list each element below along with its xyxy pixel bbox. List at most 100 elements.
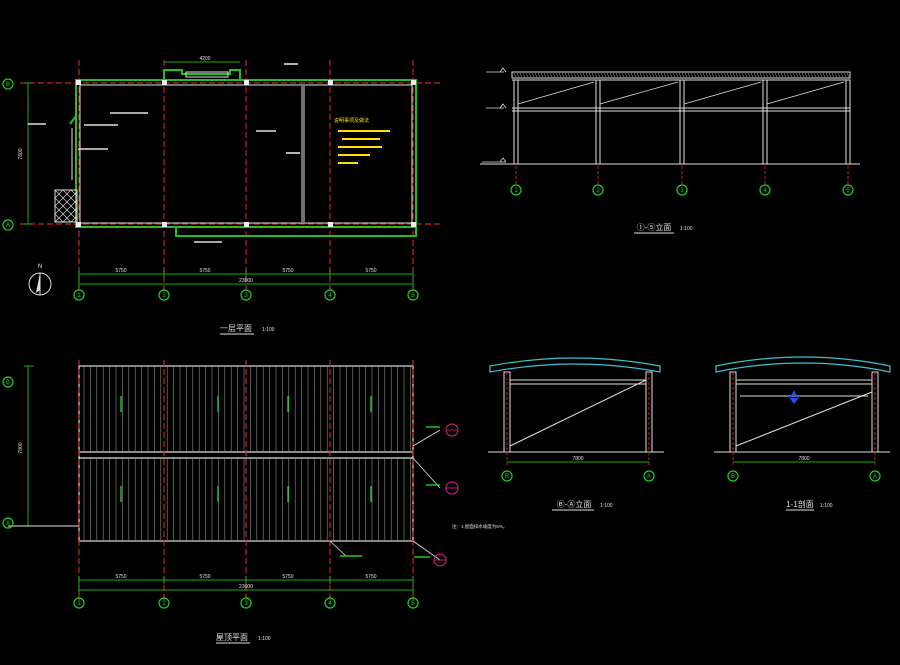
roof-texture-stroke <box>762 72 766 78</box>
elevation-1-5-roof-texture <box>513 72 850 78</box>
section-1-1-scale: 1:100 <box>820 503 833 509</box>
roof-texture-stroke <box>642 72 646 78</box>
roof-texture-stroke <box>708 72 712 78</box>
roof-texture-stroke <box>639 72 643 78</box>
roof-texture-stroke <box>594 72 598 78</box>
roof-plan-note: 注：1.屋面排水坡度为5%。 <box>452 523 507 530</box>
roof-texture-stroke <box>567 72 571 78</box>
roof-plan-axis-5: 5 <box>411 601 415 607</box>
roof-texture-stroke <box>588 72 592 78</box>
roof-texture-stroke <box>834 72 838 78</box>
roof-texture-stroke <box>564 72 568 78</box>
roof-texture-stroke <box>699 72 703 78</box>
roof-texture-stroke <box>612 72 616 78</box>
section-1-1-label: 1-1剖面 <box>786 499 814 509</box>
section-1-1-axis-a: A <box>873 474 877 480</box>
elevation-axis-4: 4 <box>763 188 767 194</box>
floor-plan-label: 一层平面 <box>220 324 252 333</box>
roof-texture-stroke <box>795 72 799 78</box>
roof-plan-hatching <box>83 367 411 540</box>
roof-texture-stroke <box>741 72 745 78</box>
roof-texture-stroke <box>780 72 784 78</box>
section-1-1-title: 1-1剖面 1:100 <box>786 499 833 511</box>
roof-plan-axis-a: A <box>6 521 10 527</box>
roof-texture-stroke <box>600 72 604 78</box>
roof-texture-stroke <box>777 72 781 78</box>
floor-plan-total-dim: 23000 <box>239 278 253 284</box>
roof-texture-stroke <box>711 72 715 78</box>
floor-plan-leader-notes <box>28 63 300 243</box>
roof-texture-stroke <box>531 72 535 78</box>
section-1-1-roof <box>715 356 891 373</box>
roof-plan-title: 屋顶平面 1:100 <box>216 633 271 644</box>
roof-texture-stroke <box>618 72 622 78</box>
roof-texture-stroke <box>729 72 733 78</box>
elevation-1-5-title: ①-⑤立面 1:100 <box>634 222 693 234</box>
floor-plan-axis-4: 4 <box>328 293 332 299</box>
roof-texture-stroke <box>720 72 724 78</box>
roof-texture-stroke <box>717 72 721 78</box>
roof-texture-stroke <box>702 72 706 78</box>
roof-texture-stroke <box>840 72 844 78</box>
elevation-b-a-axis-bubbles <box>501 470 655 482</box>
roof-texture-stroke <box>771 72 775 78</box>
roof-plan-dimension-lines <box>8 365 414 594</box>
section-1-1-axis-bubbles <box>727 470 881 482</box>
roof-texture-stroke <box>654 72 658 78</box>
elevation-b-a-scale: 1:100 <box>600 503 613 509</box>
floor-plan-axis-a: A <box>6 223 10 229</box>
roof-texture-stroke <box>804 72 808 78</box>
roof-texture-stroke <box>576 72 580 78</box>
floor-plan-top-dim: 4200 <box>199 56 210 62</box>
roof-texture-stroke <box>732 72 736 78</box>
section-1-1-axis-b: B <box>731 474 735 480</box>
roof-texture-stroke <box>657 72 661 78</box>
roof-texture-stroke <box>756 72 760 78</box>
roof-plan: 5750 5750 5750 5750 23000 7800 注：1.屋面排水坡… <box>2 360 507 644</box>
roof-texture-stroke <box>753 72 757 78</box>
roof-plan-callouts <box>329 423 459 567</box>
roof-texture-stroke <box>705 72 709 78</box>
roof-texture-stroke <box>738 72 742 78</box>
elevation-b-a: 7800 B A Ⓑ-Ⓐ立面 1:100 <box>488 357 664 511</box>
roof-texture-stroke <box>630 72 634 78</box>
roof-texture-stroke <box>609 72 613 78</box>
roof-texture-stroke <box>603 72 607 78</box>
roof-texture-stroke <box>651 72 655 78</box>
roof-texture-stroke <box>540 72 544 78</box>
roof-texture-stroke <box>516 72 520 78</box>
roof-texture-stroke <box>624 72 628 78</box>
roof-texture-stroke <box>627 72 631 78</box>
roof-texture-stroke <box>597 72 601 78</box>
roof-texture-stroke <box>813 72 817 78</box>
floor-plan: 5750 5750 5750 5750 23000 4200 7800 说明事项… <box>2 56 440 335</box>
roof-plan-label: 屋顶平面 <box>216 633 248 642</box>
roof-texture-stroke <box>714 72 718 78</box>
roof-plan-axis-4: 4 <box>328 601 332 607</box>
roof-texture-stroke <box>660 72 664 78</box>
floor-plan-columns <box>76 80 416 227</box>
roof-texture-stroke <box>543 72 547 78</box>
north-arrow-letter: N <box>38 264 42 270</box>
roof-texture-stroke <box>696 72 700 78</box>
floor-plan-bay-dim-3: 5750 <box>282 268 293 274</box>
floor-plan-bay-dim-4: 5750 <box>365 268 376 274</box>
roof-plan-axis-bubbles <box>2 376 419 609</box>
roof-plan-bay-dim-2: 5750 <box>199 574 210 580</box>
roof-texture-stroke <box>582 72 586 78</box>
roof-texture-stroke <box>534 72 538 78</box>
roof-texture-stroke <box>606 72 610 78</box>
roof-texture-stroke <box>744 72 748 78</box>
roof-texture-stroke <box>690 72 694 78</box>
floor-plan-axis-2: 2 <box>162 293 166 299</box>
elevation-b-a-width-dim: 7800 <box>572 456 583 462</box>
elevation-1-5-columns <box>480 79 860 165</box>
roof-texture-stroke <box>525 72 529 78</box>
roof-texture-stroke <box>636 72 640 78</box>
roof-plan-slope-arrows <box>120 396 372 502</box>
roof-texture-stroke <box>843 72 847 78</box>
roof-texture-stroke <box>615 72 619 78</box>
roof-texture-stroke <box>645 72 649 78</box>
roof-texture-stroke <box>669 72 673 78</box>
